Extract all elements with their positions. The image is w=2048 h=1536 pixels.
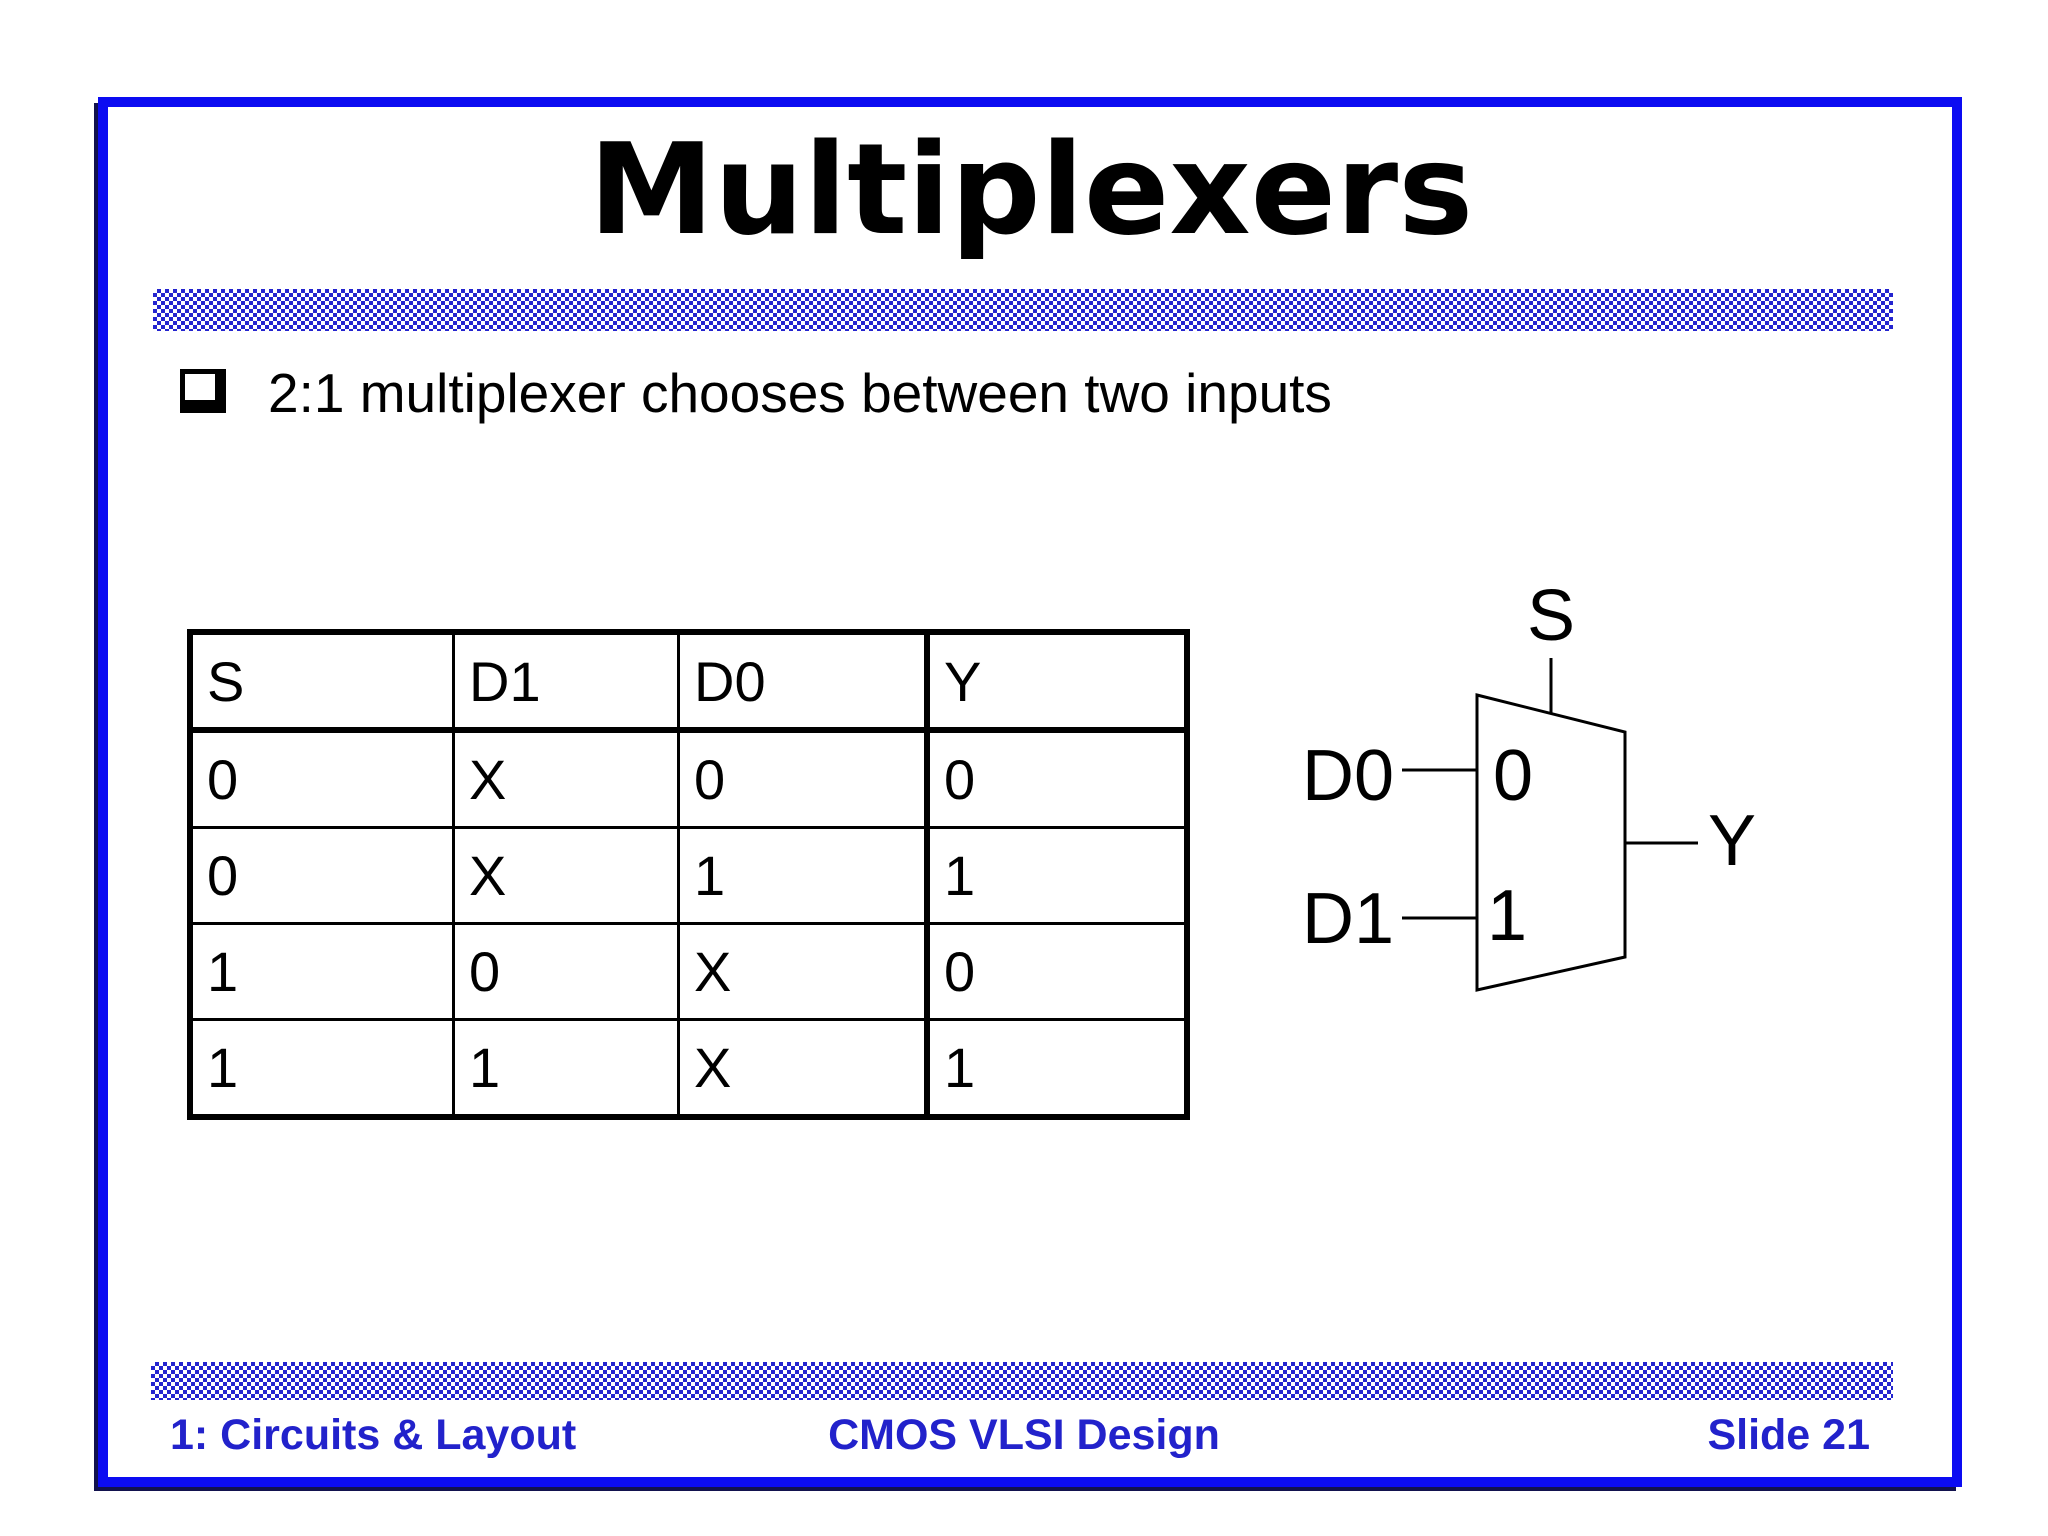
table-cell: 1	[924, 826, 1189, 925]
table-cell: X	[677, 922, 929, 1021]
table-cell: 0	[188, 728, 455, 829]
footer-slide-number: Slide 21	[1707, 1411, 1870, 1459]
table-row: 0 X 1 1	[188, 826, 1189, 925]
table-cell: 1	[452, 1018, 680, 1119]
table-header-cell: S	[188, 630, 455, 733]
table-row: 1 1 X 1	[188, 1018, 1189, 1119]
divider-bar-bottom	[151, 1362, 1893, 1400]
mux-port0-label: 0	[1493, 736, 1533, 816]
table-cell: 1	[188, 1018, 455, 1119]
table-cell: 0	[677, 728, 929, 829]
mux-port1-label: 1	[1487, 876, 1527, 956]
table-header-cell: D0	[677, 630, 929, 733]
bullet-text: 2:1 multiplexer chooses between two inpu…	[268, 362, 1332, 424]
table-header-cell: Y	[924, 630, 1189, 733]
table-cell: 0	[924, 922, 1189, 1021]
shadowed-square-bullet-icon	[180, 369, 226, 413]
mux-select-label: S	[1527, 576, 1575, 656]
table-row: 0 X 0 0	[188, 728, 1189, 829]
table-cell: 1	[188, 922, 455, 1021]
mux-input0-label: D0	[1302, 736, 1394, 816]
table-header-row: S D1 D0 Y	[188, 630, 1189, 733]
footer-chapter: 1: Circuits & Layout	[170, 1411, 577, 1459]
mux-trapezoid	[1475, 693, 1627, 992]
table-cell: 1	[924, 1018, 1189, 1119]
table-row: 1 0 X 0	[188, 922, 1189, 1021]
table-cell: 1	[677, 826, 929, 925]
mux-symbol: S D0 0 D1 1 Y	[1302, 576, 1756, 992]
footer-course: CMOS VLSI Design	[828, 1411, 1220, 1459]
table-cell: 0	[188, 826, 455, 925]
table-cell: 0	[924, 728, 1189, 829]
mux-input1-label: D1	[1302, 879, 1394, 959]
table-cell: X	[452, 728, 680, 829]
slide-border	[98, 97, 1962, 1487]
table-header-cell: D1	[452, 630, 680, 733]
truth-table: S D1 D0 Y 0 X 0 0 0 X 1 1 1 0 X 0 1 1 X	[187, 629, 1190, 1120]
page-title: Multiplexers	[588, 116, 1474, 263]
table-cell: X	[452, 826, 680, 925]
table-cell: 0	[452, 922, 680, 1021]
mux-output-label: Y	[1708, 801, 1756, 881]
table-cell: X	[677, 1018, 929, 1119]
divider-bar-top	[153, 289, 1893, 331]
